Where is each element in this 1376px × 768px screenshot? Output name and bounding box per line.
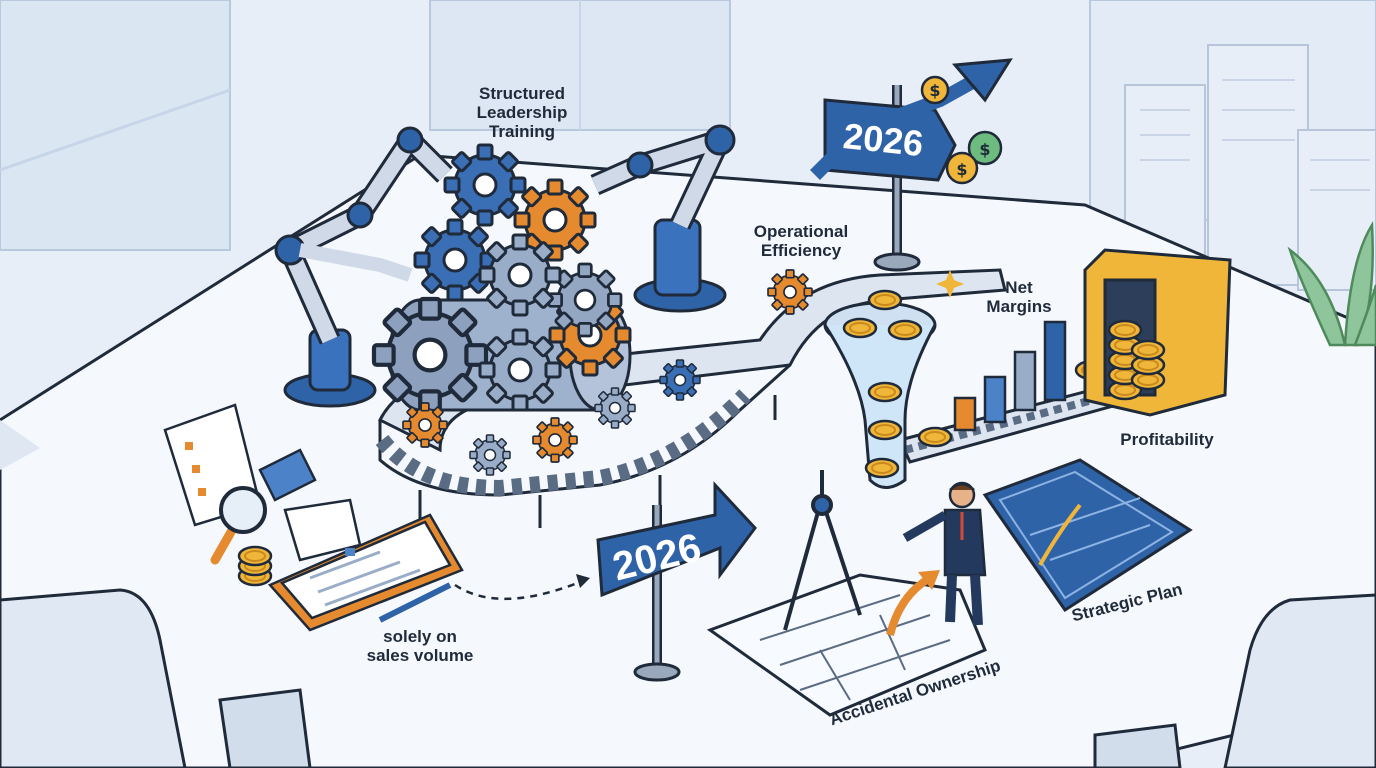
margins-label: Net Margins xyxy=(974,278,1064,316)
svg-text:$: $ xyxy=(929,81,940,100)
training-label-line2: Leadership xyxy=(462,103,582,122)
profitability-label: Profitability xyxy=(1102,430,1232,449)
training-label: Structured Leadership Training xyxy=(462,84,582,141)
efficiency-label: Operational Efficiency xyxy=(736,222,866,260)
upper-sign-year: 2026 xyxy=(841,115,925,164)
vault-icon xyxy=(1085,250,1230,415)
sales-volume-label-line2: sales volume xyxy=(360,646,480,665)
efficiency-label-line2: Efficiency xyxy=(736,241,866,260)
margins-label-line1: Net xyxy=(974,278,1064,297)
sales-volume-label-line1: solely on xyxy=(360,627,480,646)
svg-text:$: $ xyxy=(956,160,967,179)
training-label-line3: Training xyxy=(462,122,582,141)
efficiency-label-line1: Operational xyxy=(736,222,866,241)
svg-text:$: $ xyxy=(979,140,990,159)
training-label-line1: Structured xyxy=(462,84,582,103)
sales-volume-label: solely on sales volume xyxy=(360,627,480,665)
margins-label-line2: Margins xyxy=(974,297,1064,316)
